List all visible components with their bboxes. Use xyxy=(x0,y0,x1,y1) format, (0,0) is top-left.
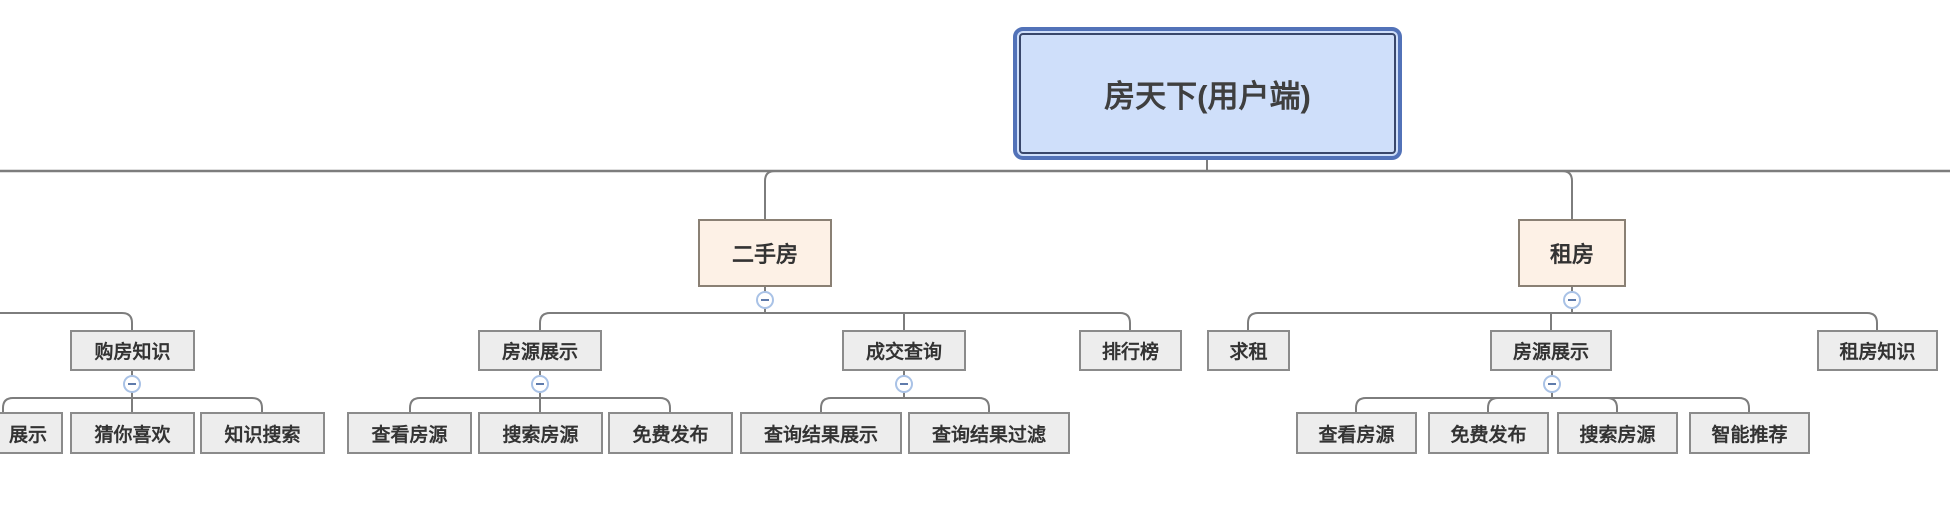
node-sousuo-fangyuan-ershoufang-label: 搜索房源 xyxy=(502,424,579,446)
node-goufang-zhishi-label: 购房知识 xyxy=(94,342,171,363)
node-zhineng-tuijian-label: 智能推荐 xyxy=(1711,424,1788,446)
node-chakan-fangyuan-zufang-label: 查看房源 xyxy=(1318,424,1395,446)
collapse-minus-icon-goufang-zhishi[interactable] xyxy=(123,375,141,393)
node-sousuo-fangyuan-ershoufang[interactable]: 搜索房源 xyxy=(478,412,603,454)
node-fangyuan-zhanshi-ershoufang-label: 房源展示 xyxy=(501,342,578,363)
node-chaxun-jieguo-guolv[interactable]: 查询结果过滤 xyxy=(908,412,1070,454)
node-ershoufang[interactable]: 二手房 xyxy=(698,219,832,287)
node-chaxun-jieguo-zhanshi-label: 查询结果展示 xyxy=(763,424,878,446)
node-ershoufang-label: 二手房 xyxy=(731,242,798,267)
node-chakan-fangyuan-ershoufang[interactable]: 查看房源 xyxy=(347,412,472,454)
node-cainixihuan[interactable]: 猜你喜欢 xyxy=(70,412,195,454)
node-zhanshi-clipped-label: 展示 xyxy=(8,424,47,446)
collapse-minus-icon-ershoufang[interactable] xyxy=(756,291,774,309)
node-chakan-fangyuan-ershoufang-label: 查看房源 xyxy=(371,424,448,446)
node-qiuzu-label: 求租 xyxy=(1229,342,1268,363)
collapse-minus-icon-zufang[interactable] xyxy=(1563,291,1581,309)
node-cainixihuan-label: 猜你喜欢 xyxy=(94,424,171,446)
node-zufang-label: 租房 xyxy=(1549,242,1594,267)
node-zufang-zhishi-label: 租房知识 xyxy=(1839,342,1916,363)
node-chaxun-jieguo-zhanshi[interactable]: 查询结果展示 xyxy=(740,412,902,454)
node-paihangbang[interactable]: 排行榜 xyxy=(1079,330,1182,371)
node-mianfei-fabu-zufang-label: 免费发布 xyxy=(1450,424,1527,446)
node-fangyuan-zhanshi-zufang[interactable]: 房源展示 xyxy=(1490,330,1612,371)
node-zufang-zhishi[interactable]: 租房知识 xyxy=(1817,330,1938,371)
node-fangyuan-zhanshi-ershoufang[interactable]: 房源展示 xyxy=(478,330,602,371)
node-goufang-zhishi[interactable]: 购房知识 xyxy=(70,330,195,371)
node-fangyuan-zhanshi-zufang-label: 房源展示 xyxy=(1512,342,1589,363)
node-root[interactable]: 房天下(用户端) xyxy=(1013,27,1402,160)
node-sousuo-fangyuan-zufang-label: 搜索房源 xyxy=(1579,424,1656,446)
node-zufang[interactable]: 租房 xyxy=(1518,219,1626,287)
collapse-minus-icon-fangyuan-zhanshi-zufang[interactable] xyxy=(1543,375,1561,393)
node-paihangbang-label: 排行榜 xyxy=(1101,342,1159,363)
node-chengjiao-chaxun[interactable]: 成交查询 xyxy=(842,330,966,371)
node-chakan-fangyuan-zufang[interactable]: 查看房源 xyxy=(1296,412,1417,454)
node-mianfei-fabu-ershoufang[interactable]: 免费发布 xyxy=(608,412,733,454)
node-root-label: 房天下(用户端) xyxy=(1104,79,1311,114)
collapse-minus-icon-fangyuan-zhanshi-ershoufang[interactable] xyxy=(531,375,549,393)
node-zhishi-sousuo-label: 知识搜索 xyxy=(224,424,301,446)
node-zhineng-tuijian[interactable]: 智能推荐 xyxy=(1689,412,1810,454)
node-sousuo-fangyuan-zufang[interactable]: 搜索房源 xyxy=(1557,412,1678,454)
node-zhanshi-clipped[interactable]: 展示 xyxy=(0,412,63,454)
node-mianfei-fabu-ershoufang-label: 免费发布 xyxy=(632,424,709,446)
node-chaxun-jieguo-guolv-label: 查询结果过滤 xyxy=(931,424,1046,446)
collapse-minus-icon-chengjiao-chaxun[interactable] xyxy=(895,375,913,393)
node-mianfei-fabu-zufang[interactable]: 免费发布 xyxy=(1428,412,1549,454)
node-chengjiao-chaxun-label: 成交查询 xyxy=(865,342,942,363)
node-qiuzu[interactable]: 求租 xyxy=(1207,330,1290,371)
node-zhishi-sousuo[interactable]: 知识搜索 xyxy=(200,412,325,454)
